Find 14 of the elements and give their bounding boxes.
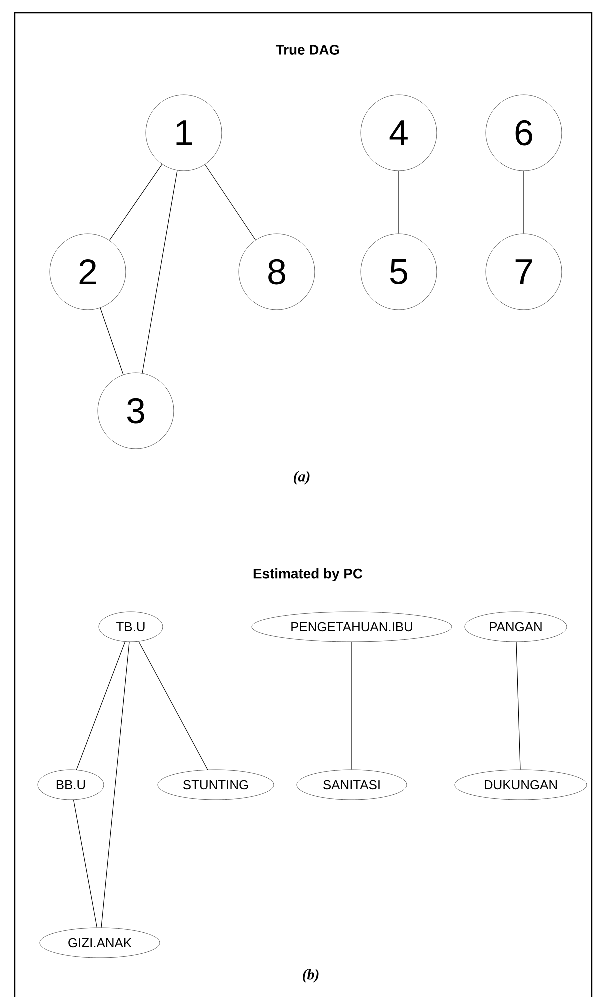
panel-caption: (a) bbox=[294, 471, 310, 485]
edge-line bbox=[142, 170, 178, 374]
edge-line bbox=[100, 308, 124, 376]
panel-caption: (b) bbox=[303, 969, 319, 983]
edge-line bbox=[516, 642, 521, 770]
edge-line bbox=[76, 642, 126, 770]
edge-line bbox=[73, 800, 98, 928]
panel-title: Estimated by PC bbox=[254, 568, 363, 582]
edge-line bbox=[398, 170, 400, 234]
edge-line bbox=[101, 642, 130, 928]
edge-line bbox=[204, 164, 256, 241]
edge-line bbox=[138, 641, 208, 770]
panel-title: True DAG bbox=[276, 45, 340, 55]
edge-line bbox=[109, 164, 163, 241]
